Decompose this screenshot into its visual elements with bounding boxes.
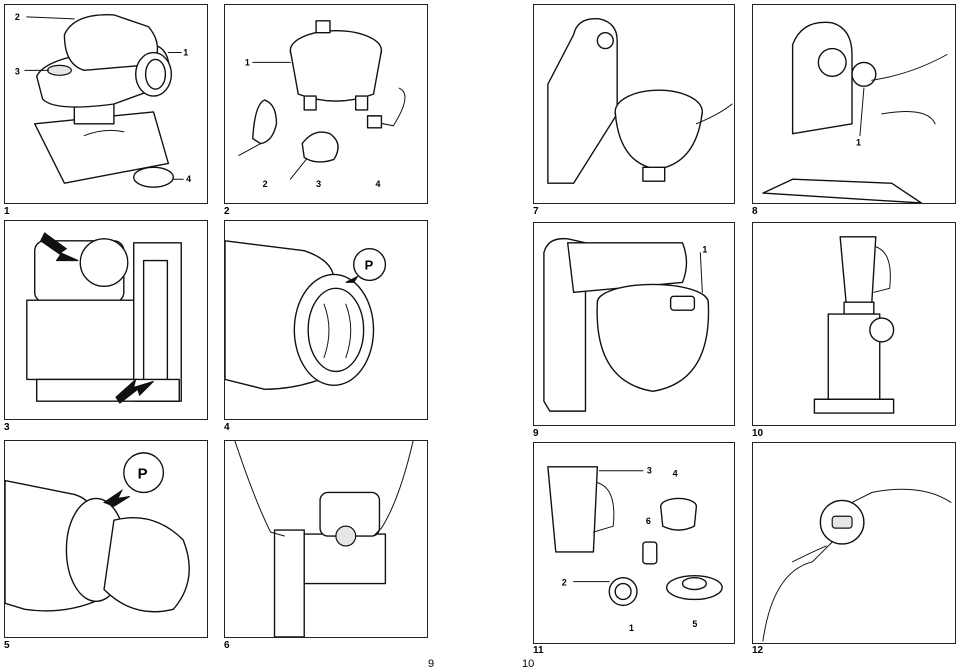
figure-number: 4: [224, 422, 230, 433]
figure-12-panel: [752, 442, 956, 644]
figure-number: 9: [533, 428, 539, 439]
figure-number: 12: [752, 645, 764, 656]
figure-2-panel: 1 2 3 4: [224, 4, 428, 204]
callout-label: 1: [183, 47, 188, 57]
figure-4-panel: P: [224, 220, 428, 420]
figure-10-panel: [752, 222, 956, 426]
symbol-label: P: [365, 258, 374, 273]
arrow-icon: [40, 232, 79, 262]
figure-1-panel: 2 1 3 4: [4, 4, 208, 204]
figure-1-mixer-base-illustration: 2 1 3 4: [15, 12, 191, 188]
callout-label: 3: [15, 66, 20, 76]
rotate-lock-icon: P: [123, 452, 165, 494]
figure-number: 8: [752, 206, 758, 217]
figure-9-panel: 1: [533, 222, 735, 426]
callout-label: 4: [376, 179, 381, 189]
figure-6-panel: [224, 440, 428, 638]
callout-label: 6: [646, 516, 651, 526]
figure-number: 11: [533, 645, 544, 656]
arrow-icon: [115, 377, 154, 404]
figure-4-drive-cover-illustration: P: [225, 240, 387, 390]
figure-7-panel: [533, 4, 735, 204]
callout-label: 2: [15, 12, 20, 22]
figure-11-blender-parts-illustration: 3 4 6 2 1 5: [547, 466, 723, 633]
callout-label: 4: [186, 174, 191, 184]
figure-5-panel: P: [4, 440, 208, 638]
callout-label: 3: [647, 466, 652, 476]
arrow-icon: [102, 489, 131, 507]
figure-3-panel: [4, 220, 208, 420]
rotate-lock-icon: P: [353, 248, 387, 282]
callout-label: 1: [702, 245, 707, 255]
figure-11-panel: 3 4 6 2 1 5: [533, 442, 735, 644]
figure-9-assembled-mixer-illustration: 1: [543, 237, 710, 412]
figure-8-panel: 1: [752, 4, 956, 204]
figure-6-lifting-unit-illustration: [234, 441, 414, 637]
callout-label: 2: [263, 179, 268, 189]
page-number-right: 10: [522, 658, 535, 670]
figure-8-attach-ring-illustration: 1: [762, 21, 948, 203]
figure-7-mounting-bowl-illustration: [547, 17, 733, 184]
callout-label: 1: [856, 138, 861, 148]
figure-number: 2: [224, 206, 230, 217]
callout-label: 2: [562, 578, 567, 588]
figure-2-bowl-and-tools-illustration: 1 2 3 4: [238, 20, 406, 189]
figure-5-turning-cover-illustration: P: [5, 452, 190, 613]
figure-number: 3: [4, 422, 10, 433]
figure-number: 7: [533, 206, 539, 217]
figure-12-hands-assembling-blade-illustration: [762, 488, 952, 642]
page-number-left: 9: [428, 658, 435, 670]
figure-number: 6: [224, 640, 230, 651]
figure-number: 5: [4, 640, 10, 651]
figure-3-side-view-illustration: [26, 232, 182, 404]
figure-number: 10: [752, 428, 764, 439]
callout-label: 5: [692, 619, 697, 629]
figure-number: 1: [4, 206, 10, 217]
callout-label: 1: [629, 623, 634, 633]
callout-label: 3: [316, 179, 321, 189]
figure-10-blender-on-base-illustration: [813, 236, 895, 414]
symbol-label: P: [138, 467, 148, 483]
callout-label: 4: [673, 469, 678, 479]
callout-label: 1: [245, 57, 250, 67]
